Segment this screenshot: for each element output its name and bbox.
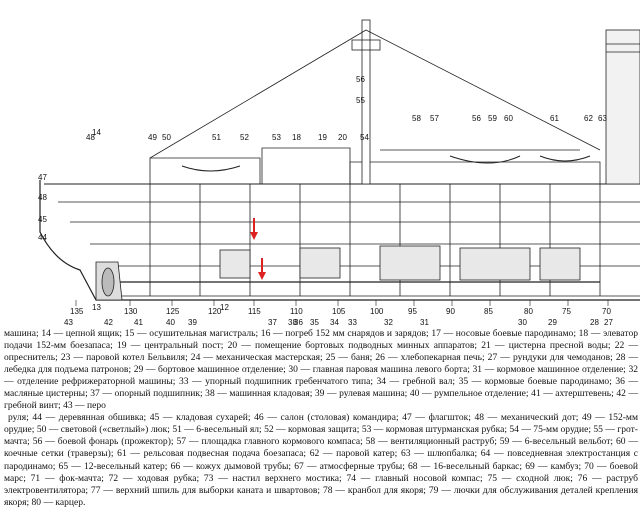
frame-number-115: 115 <box>248 307 261 316</box>
callout-51: 51 <box>212 133 221 142</box>
callout-43: 43 <box>64 318 73 327</box>
callout-numbers: 14 47 48 45 44 48 49 50 51 52 53 18 19 20 54 56 55 58 57 56… <box>38 75 613 327</box>
callout-38: 38 <box>288 318 297 327</box>
callout-60: 60 <box>504 114 513 123</box>
callout-56: 56 <box>472 114 481 123</box>
main-mast <box>361 19 371 185</box>
callout-20: 20 <box>338 133 347 142</box>
frame-number-135: 135 <box>70 307 84 316</box>
frame-numbers: 135 130 125 120 115 110 105 100 95 90 85 80 75 70 <box>70 307 611 316</box>
callout-27: 27 <box>604 318 613 327</box>
callout-52: 52 <box>240 133 249 142</box>
callout-47: 47 <box>38 173 47 182</box>
callout-12: 12 <box>220 303 229 312</box>
legend-caption: машина; 14 — цепной ящик; 15 — осушитель… <box>4 328 638 508</box>
callout-13: 13 <box>92 303 101 312</box>
callout-61: 61 <box>550 114 559 123</box>
poop-house <box>149 157 261 185</box>
ship-section-drawing: 14 47 48 45 44 48 49 50 51 52 53 18 19 20 54 56 55 58 57 56… <box>38 19 640 327</box>
callout-39: 39 <box>188 318 197 327</box>
propeller <box>101 267 115 297</box>
callout-59: 59 <box>488 114 497 123</box>
rigging-aft <box>149 29 367 159</box>
red-arrowhead-1 <box>250 232 258 240</box>
callout-48: 48 <box>38 193 47 202</box>
callout-58: 58 <box>412 114 421 123</box>
frame-number-100: 100 <box>370 307 384 316</box>
callout-35: 35 <box>310 318 319 327</box>
frame-number-110: 110 <box>290 307 303 316</box>
frame-ticks <box>75 300 609 306</box>
frame-number-75: 75 <box>562 307 571 316</box>
frame-number-120: 120 <box>208 307 222 316</box>
callout-28: 28 <box>590 318 599 327</box>
callout-62: 62 <box>584 114 593 123</box>
callout-45: 45 <box>38 215 47 224</box>
frame-number-105: 105 <box>332 307 346 316</box>
midship-house <box>349 161 601 185</box>
callout-63: 63 <box>598 114 607 123</box>
callout-41: 41 <box>134 318 143 327</box>
callout-48: 48 <box>86 133 95 142</box>
funnel <box>605 29 640 185</box>
callout-54: 54 <box>360 133 369 142</box>
callout-37: 37 <box>268 318 277 327</box>
frame-number-125: 125 <box>166 307 180 316</box>
callout-55: 55 <box>356 96 365 105</box>
callout-29: 29 <box>548 318 557 327</box>
callout-57: 57 <box>430 114 439 123</box>
callout-18: 18 <box>292 133 301 142</box>
legend-paragraph-1: машина; 14 — цепной ящик; 15 — осушитель… <box>4 328 638 412</box>
callout-33: 33 <box>348 318 357 327</box>
callout-42: 42 <box>104 318 113 327</box>
boat-aft <box>181 165 241 172</box>
callout-14: 14 <box>92 128 101 137</box>
frame-number-70: 70 <box>602 307 611 316</box>
callout-50: 50 <box>162 133 171 142</box>
callout-34: 34 <box>330 318 339 327</box>
callout-44: 44 <box>38 233 47 242</box>
hull-outline <box>39 180 640 301</box>
callout-30: 30 <box>518 318 527 327</box>
legend-paragraph-2: руля; 44 — деревянная обшивка; 45 — клад… <box>4 412 638 508</box>
bulkheads <box>149 184 601 296</box>
callout-53: 53 <box>272 133 281 142</box>
callout-36: 36 <box>294 318 303 327</box>
rigging-fwd <box>365 29 601 151</box>
frame-number-80: 80 <box>524 307 533 316</box>
ship-section-svg: 14 47 48 45 44 48 49 50 51 52 53 18 19 20 54 56 55 58 57 56… <box>38 19 640 327</box>
callout-31: 31 <box>420 318 429 327</box>
frame-number-130: 130 <box>124 307 138 316</box>
frame-number-90: 90 <box>446 307 455 316</box>
frame-number-95: 95 <box>408 307 417 316</box>
callout-49: 49 <box>148 133 157 142</box>
red-arrowhead-2 <box>258 272 266 280</box>
mast-top <box>351 39 381 51</box>
callout-56: 56 <box>356 75 365 84</box>
frame-number-85: 85 <box>484 307 493 316</box>
funnel-bands <box>606 43 640 53</box>
callout-40: 40 <box>166 318 175 327</box>
callout-32: 32 <box>384 318 393 327</box>
machinery <box>219 245 581 281</box>
boat-fwd <box>539 155 591 162</box>
callout-19: 19 <box>318 133 327 142</box>
aft-bridge <box>261 147 351 185</box>
boat-mid <box>449 155 521 164</box>
